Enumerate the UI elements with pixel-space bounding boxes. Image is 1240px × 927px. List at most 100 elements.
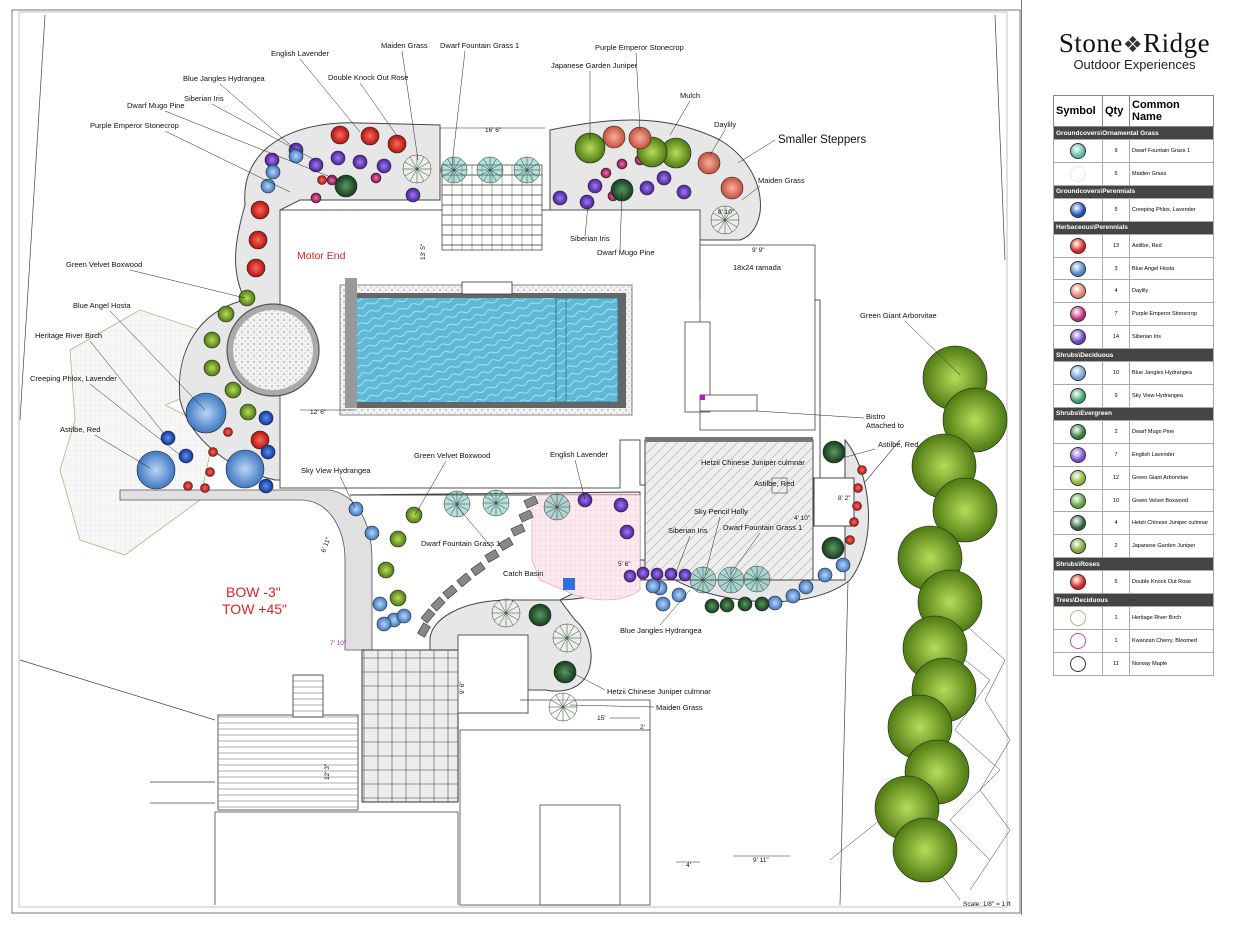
garden-juniper-icon	[1070, 538, 1086, 555]
kitchen-patio	[644, 439, 814, 581]
legend-common-name: Astilbe, Red	[1129, 233, 1214, 258]
daylily-icon	[602, 125, 626, 149]
label-heritage-birch: Heritage River Birch	[35, 331, 102, 340]
arborvitae-icon	[892, 817, 958, 883]
hydrangea-icon	[655, 596, 671, 612]
category-title: Groundcovers\Perennials	[1053, 184, 1214, 199]
maiden-grass-icon	[710, 205, 740, 235]
legend-category: Groundcovers\Ornamental Grass	[1053, 126, 1214, 140]
dim-9-6: 9' 6"	[459, 681, 466, 694]
plant-symbols	[136, 125, 1008, 883]
label-bow: BOW -3"	[226, 584, 281, 600]
label-english-lavender-mid: English Lavender	[550, 450, 608, 459]
dim-8-2: 8' 2"	[838, 495, 851, 502]
maiden-grass-icon	[552, 623, 582, 653]
category-title: Trees\Deciduous	[1053, 593, 1214, 608]
dim-12-6: 12' 6"	[310, 409, 327, 416]
juniper-icon	[334, 174, 358, 198]
catch-basin	[563, 578, 575, 590]
phlox-icon	[258, 410, 274, 426]
legend-symbol-cell	[1053, 488, 1103, 513]
salmon-sphere-icon	[1070, 283, 1086, 300]
brand-logo: Stone❖Ridge Outdoor Experiences	[1032, 28, 1237, 72]
legend-symbol-cell	[1053, 419, 1103, 444]
paver-walk	[361, 649, 459, 803]
legend-common-name: Blue Jangles Hydrangea	[1129, 361, 1214, 386]
label-astilbe-left: Astilbe, Red	[60, 425, 100, 434]
label-tow: TOW +45"	[222, 601, 287, 617]
purple-sphere-icon	[1070, 329, 1086, 346]
label-siberian-iris: Siberian Iris	[184, 94, 224, 103]
legend-qty: 12	[1102, 465, 1130, 490]
label-sky-pencil: Sky Pencil Holly	[694, 507, 748, 516]
magenta-sphere-icon	[1070, 306, 1086, 323]
fountain-grass-icon	[743, 565, 771, 593]
dim-4: 4'	[686, 862, 691, 869]
legend-symbol-cell	[1053, 465, 1103, 490]
label-daylily: Daylily	[714, 120, 736, 129]
label-hetzii-top: Hetzii Chinese Juniper culmnar	[701, 458, 805, 467]
rose-icon	[387, 134, 407, 154]
legend-symbol-cell	[1053, 511, 1103, 536]
plant-labels: English Lavender Maiden Grass Dwarf Foun…	[30, 41, 1011, 908]
header-symbol: Symbol	[1053, 95, 1103, 127]
blue-green-shrub-icon	[1070, 387, 1086, 404]
side-walkway	[119, 489, 373, 651]
phlox-icon	[178, 448, 194, 464]
dim-9-9: 9' 9"	[752, 247, 765, 254]
legend-symbol-cell	[1053, 256, 1103, 281]
arborvitae-icon	[942, 387, 1008, 453]
label-blue-jangles: Blue Jangles Hydrangea	[183, 74, 266, 83]
blue-hosta-icon	[1070, 260, 1086, 277]
legend-category: Shrubs\Roses	[1053, 557, 1214, 572]
dimensions: 16' 6" 13' 5" 8' 10" 9' 9" 12' 6" 6' 11"…	[310, 127, 851, 869]
house-outline	[150, 699, 651, 906]
fountain-grass-icon	[513, 156, 541, 184]
boxwood-icon	[405, 506, 423, 524]
label-mulch: Mulch	[680, 91, 700, 100]
header-common-name: Common Name	[1129, 95, 1214, 127]
label-dwarf-fountain: Dwarf Fountain Grass 1	[440, 41, 519, 50]
astilbe-icon	[852, 501, 862, 511]
label-scale: Scale: 1/8" = 1 ft	[963, 901, 1011, 908]
label-catch-basin: Catch Basin	[503, 569, 543, 578]
hydrangea-icon	[376, 616, 392, 632]
label-smaller-steppers: Smaller Steppers	[778, 134, 866, 146]
legend-common-name: Dwarf Mugo Pine	[1129, 419, 1214, 444]
iris-icon	[678, 568, 692, 582]
hydrangea-icon	[835, 557, 851, 573]
dim-5-6: 5' 6"	[618, 561, 631, 568]
stonecrop-icon	[310, 192, 322, 204]
legend-symbol-cell	[1053, 534, 1103, 559]
label-creeping-phlox: Creeping Phlox, Lavender	[30, 374, 117, 383]
boxwood-icon	[389, 530, 407, 548]
hydrangea-icon	[396, 608, 412, 624]
label-sky-view: Sky View Hydrangea	[301, 466, 371, 475]
label-green-velvet-mid: Green Velvet Boxwood	[414, 451, 490, 460]
holly-icon	[704, 598, 720, 614]
arborvitae-icon	[1070, 469, 1086, 486]
dimension-lines	[300, 127, 790, 863]
legend-common-name: Creeping Phlox, Lavender	[1129, 197, 1214, 222]
plant-legend-table: Symbol Qty Common Name Groundcovers\Orna…	[1053, 95, 1214, 676]
legend-symbol-cell	[1053, 606, 1103, 631]
legend-qty: 9	[1102, 139, 1130, 163]
drawing-border	[11, 9, 1021, 914]
legend-qty: 7	[1102, 442, 1130, 467]
hydrangea-icon	[798, 579, 814, 595]
iris-icon	[664, 567, 678, 581]
blue-sphere-icon	[1070, 201, 1086, 218]
rose-icon	[250, 430, 270, 450]
legend-common-name: Japanese Garden Juniper	[1129, 534, 1214, 559]
astilbe-icon	[853, 483, 863, 493]
label-maiden-grass-r: Maiden Grass	[758, 176, 805, 185]
legend-common-name: Siberian Iris	[1129, 325, 1214, 350]
